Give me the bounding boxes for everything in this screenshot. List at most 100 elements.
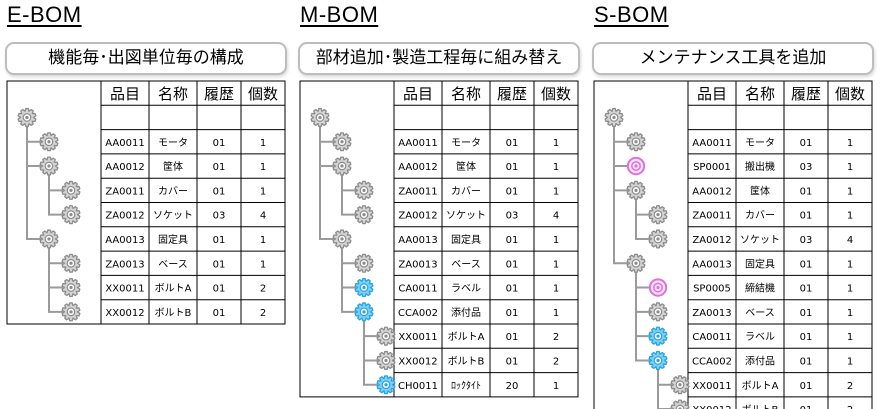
cell-quantity: 2: [260, 308, 266, 319]
cell-part-name: 筐体: [456, 160, 476, 173]
cell-quantity: 1: [553, 162, 559, 173]
blue-gear-icon: [648, 350, 668, 371]
column-header: 品目: [110, 85, 140, 103]
cell-quantity: 1: [553, 381, 559, 392]
cell-revision: 01: [506, 235, 519, 246]
cell-part-number: ZA0013: [692, 308, 731, 319]
gray-gear-icon: [648, 229, 668, 249]
gray-gear-icon: [376, 350, 396, 371]
column-header: 名称: [158, 85, 188, 103]
cell-part-number: AA0013: [692, 259, 731, 270]
table-grid: [299, 80, 579, 398]
cell-part-name: ボルトB: [742, 404, 779, 409]
cell-revision: 01: [213, 284, 226, 295]
cell-revision: 01: [506, 162, 519, 173]
tree-connectors: [26, 124, 63, 313]
cell-revision: 01: [800, 308, 813, 319]
cell-revision: 01: [213, 162, 226, 173]
table-grid: [593, 80, 873, 409]
panel-subtitle: メンテナンス工具を追加: [592, 42, 874, 75]
gray-gear-icon: [604, 107, 624, 128]
cell-part-name: ソケット: [446, 210, 486, 222]
cell-part-name: 添付品: [451, 306, 481, 319]
cell-quantity: 2: [553, 332, 559, 343]
cell-revision: 01: [506, 284, 519, 295]
cell-revision: 01: [506, 308, 519, 319]
panel-subtitle: 部材追加･製造工程毎に組み替え: [298, 42, 580, 75]
panel-subtitle: 機能毎･出図単位毎の構成: [5, 42, 287, 75]
tree-connectors: [319, 124, 378, 386]
cell-quantity: 1: [847, 211, 853, 222]
cell-part-name: 筐体: [163, 160, 183, 173]
cell-part-name: ボルトB: [448, 355, 485, 367]
cell-part-name: ベース: [451, 258, 481, 270]
cell-part-number: AA0012: [398, 162, 437, 173]
gray-gear-icon: [39, 156, 59, 176]
gray-gear-icon: [17, 107, 37, 128]
cell-part-name: ﾛｯｸﾀｲﾄ: [451, 380, 481, 392]
cell-part-number: XX0011: [105, 284, 144, 295]
gray-gear-icon: [39, 132, 59, 152]
column-header: 名称: [745, 85, 775, 103]
cell-quantity: 1: [553, 186, 559, 197]
blue-gear-icon: [354, 302, 374, 322]
cell-part-number: XX0011: [398, 332, 437, 343]
cell-part-number: AA0013: [105, 235, 144, 246]
cell-revision: 01: [800, 381, 813, 392]
cell-quantity: 4: [260, 211, 266, 222]
cell-revision: 20: [506, 381, 519, 392]
column-header: 個数: [835, 85, 865, 103]
cell-revision: 01: [213, 308, 226, 319]
cell-part-number: AA0011: [105, 138, 144, 149]
cell-revision: 01: [213, 138, 226, 149]
cell-part-number: ZA0012: [398, 211, 437, 222]
cell-part-number: XX0012: [105, 308, 144, 319]
cell-revision: 01: [800, 186, 813, 197]
cell-quantity: 2: [847, 405, 853, 409]
cell-part-name: 搬出機: [745, 160, 775, 173]
cell-quantity: 4: [847, 235, 853, 246]
cell-part-number: CA0011: [692, 332, 731, 343]
cell-part-name: ラベル: [451, 283, 481, 295]
cell-quantity: 1: [553, 284, 559, 295]
cell-part-name: 筐体: [750, 184, 770, 197]
column-header: 個数: [248, 85, 278, 103]
cell-part-number: AA0012: [692, 186, 731, 197]
cell-part-name: ベース: [158, 258, 188, 270]
gray-gear-icon: [626, 180, 646, 200]
column-header: 個数: [541, 85, 571, 103]
cell-quantity: 1: [847, 186, 853, 197]
cell-part-number: ZA0011: [105, 186, 144, 197]
gray-gear-icon: [61, 205, 81, 225]
cell-revision: 01: [213, 186, 226, 197]
cell-part-number: AA0013: [398, 235, 437, 246]
cell-part-number: ZA0011: [692, 211, 731, 222]
gray-gear-icon: [626, 132, 646, 152]
gray-gear-icon: [670, 375, 690, 395]
cell-revision: 03: [506, 211, 519, 222]
cell-part-name: 固定具: [745, 257, 775, 270]
cell-part-number: XX0012: [692, 405, 731, 409]
cell-part-name: ソケット: [153, 210, 193, 222]
cell-part-name: カバー: [745, 210, 775, 222]
blue-gear-icon: [376, 375, 396, 395]
cell-part-number: SP0005: [693, 284, 731, 295]
cell-quantity: 1: [553, 308, 559, 319]
gray-gear-icon: [354, 253, 374, 273]
panel-title: S-BOM: [594, 2, 669, 27]
blue-gear-icon: [648, 326, 668, 346]
cell-part-number: CCA002: [398, 308, 438, 319]
cell-part-name: ボルトA: [155, 283, 192, 295]
cell-quantity: 1: [847, 284, 853, 295]
cell-revision: 03: [213, 211, 226, 222]
column-header: 品目: [697, 85, 727, 103]
cell-quantity: 1: [553, 259, 559, 270]
cell-part-name: ボルトA: [742, 380, 779, 392]
cell-part-number: CH0011: [398, 381, 438, 392]
cell-part-name: 固定具: [158, 233, 188, 246]
cell-quantity: 1: [847, 259, 853, 270]
cell-quantity: 1: [847, 138, 853, 149]
